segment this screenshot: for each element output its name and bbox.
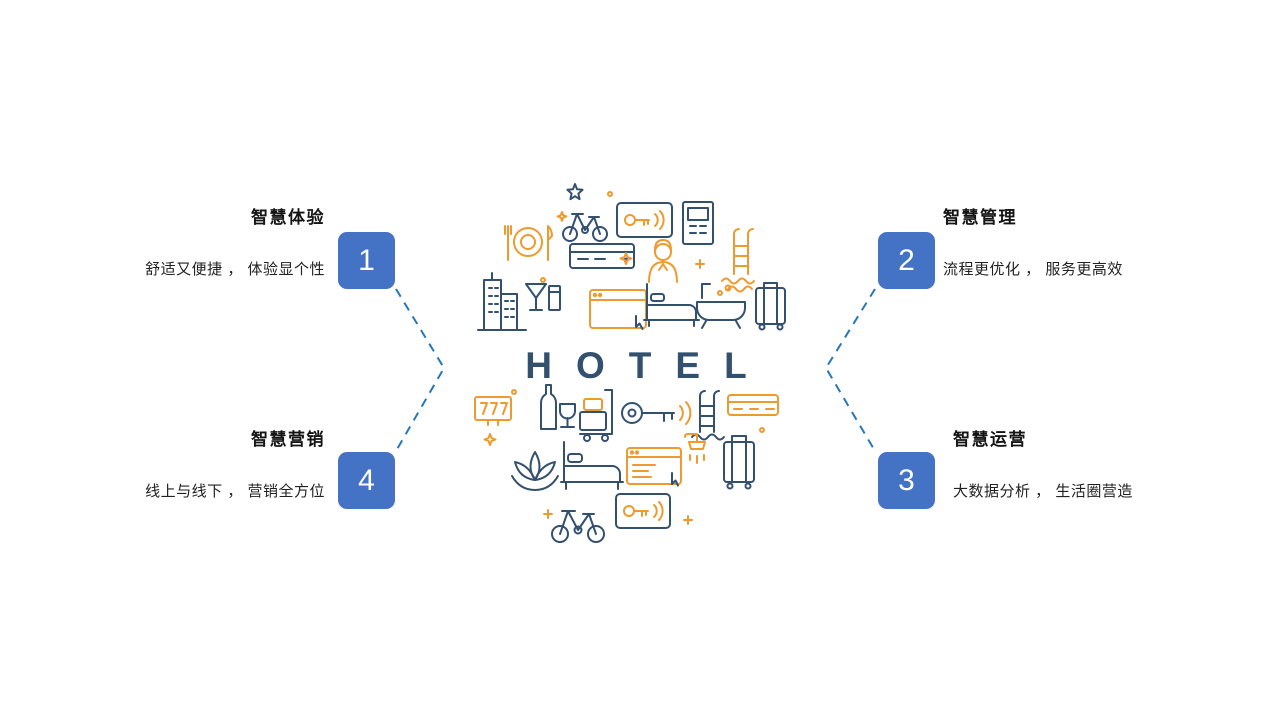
- sparkle-icon: [483, 389, 765, 525]
- hotel-label: HOTEL: [525, 345, 770, 386]
- feature-desc-3: 大数据分析 ， 生活圈营造: [953, 483, 1133, 500]
- sparkle-icon: [556, 191, 705, 269]
- feature-block-3: 智慧运营 大数据分析 ， 生活圈营造: [953, 425, 1133, 501]
- connector-right: [824, 288, 876, 452]
- slot-sign-icon: [474, 396, 512, 426]
- star-icon: [566, 183, 584, 201]
- plate-cutlery-icon: [504, 225, 553, 261]
- bed-icon: [643, 283, 700, 327]
- browser-icon: [626, 447, 682, 487]
- cocktail-icon: [525, 277, 561, 311]
- connector-left: [395, 288, 446, 452]
- keycard-icon: [615, 493, 671, 529]
- shower-icon: [684, 433, 706, 464]
- feature-title-1: 智慧体验: [251, 208, 325, 227]
- pool-ladder-icon: [721, 228, 755, 293]
- bathtub-icon: [696, 283, 746, 329]
- pool-ladder-icon: [691, 390, 725, 441]
- luggage-icon: [755, 282, 786, 331]
- bed-icon: [560, 441, 624, 490]
- feature-title-4: 智慧营销: [251, 430, 325, 449]
- city-buildings-icon: [477, 272, 527, 331]
- feature-desc-2: 流程更优化 ， 服务更高效: [943, 261, 1123, 278]
- keycard-icon: [616, 202, 673, 238]
- feature-block-4: 智慧营销 线上与线下 ， 营销全方位: [145, 425, 325, 501]
- feature-title-2: 智慧管理: [943, 208, 1017, 227]
- ac-unit-icon: [727, 394, 779, 416]
- key-icon: [621, 401, 692, 425]
- feature-desc-4: 线上与线下 ， 营销全方位: [145, 483, 325, 500]
- exercise-bike-icon: [562, 213, 608, 242]
- feature-block-1: 智慧体验 舒适又便捷 ， 体验显个性: [145, 203, 325, 279]
- luggage-cart-icon: [579, 389, 613, 442]
- feature-block-2: 智慧管理 流程更优化 ， 服务更高效: [943, 203, 1123, 279]
- vending-machine-icon: [682, 201, 714, 245]
- number-badge-2: 2: [878, 232, 935, 289]
- number-badge-1: 1: [338, 232, 395, 289]
- lotus-icon: [511, 451, 559, 491]
- feature-desc-1: 舒适又便捷 ， 体验显个性: [145, 261, 325, 278]
- luggage-icon: [723, 435, 755, 490]
- browser-icon: [589, 289, 647, 330]
- number-badge-4: 4: [338, 452, 395, 509]
- number-badge-3: 3: [878, 452, 935, 509]
- feature-title-3: 智慧运营: [953, 430, 1027, 449]
- exercise-bike-icon: [551, 510, 605, 543]
- receptionist-icon: [648, 239, 678, 283]
- hotel-illustration: HOTEL: [474, 183, 786, 543]
- wine-icon: [540, 384, 576, 430]
